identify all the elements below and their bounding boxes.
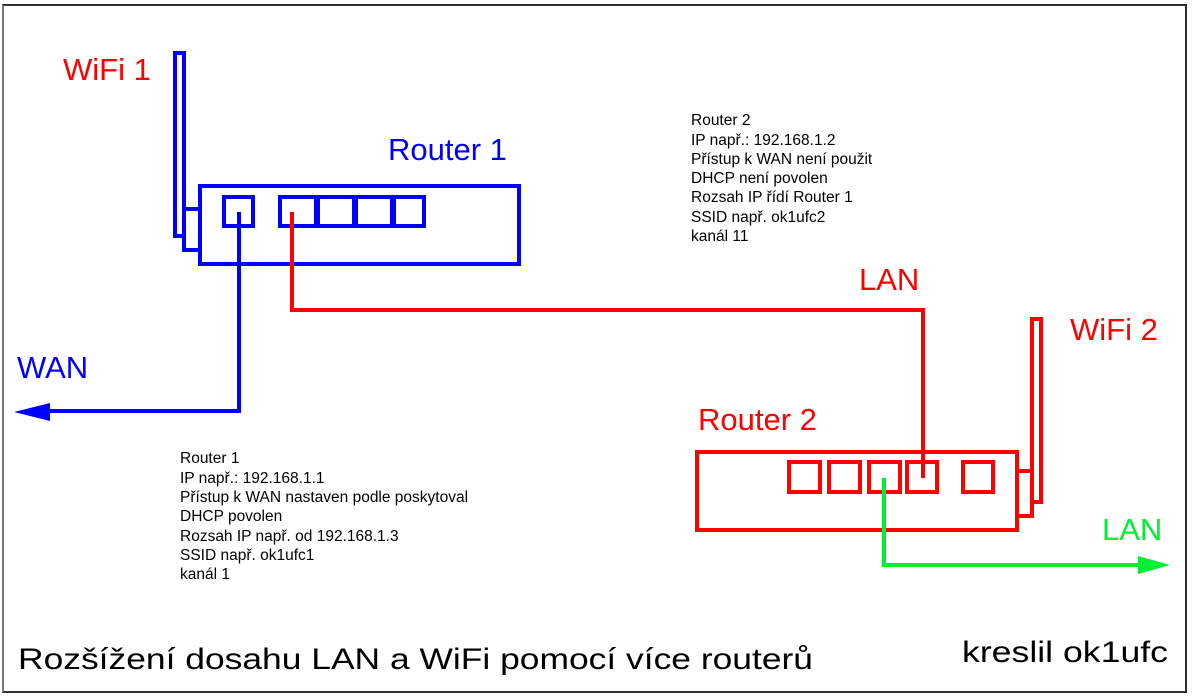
router-2-antenna (1030, 317, 1043, 504)
router-1-note-line: Rozsah IP např. od 192.168.1.3 (180, 528, 399, 545)
wan-arrowhead-icon (14, 403, 50, 421)
wan-label: WAN (17, 350, 88, 385)
router-1-notes: Router 1 IP např.: 192.168.1.1 Přístup k… (180, 450, 468, 583)
router-1-antenna (173, 51, 186, 238)
router-2-note-line: Router 2 (691, 112, 750, 129)
router-1-note-line: Přístup k WAN nastaven podle poskytoval (180, 489, 468, 506)
router-2-note-line: DHCP není povolen (691, 170, 828, 187)
lan-out-cable (882, 478, 1170, 574)
router-1-body (198, 184, 521, 266)
router-2-antenna-mount-lower (1017, 502, 1034, 518)
router-1-port-2 (316, 195, 356, 228)
router-2-notes: Router 2 IP např.: 192.168.1.2 Přístup k… (691, 112, 873, 245)
wifi-2-label: WiFi 2 (1070, 312, 1158, 347)
router-1-note-line: DHCP povolen (180, 508, 282, 525)
author-credit: kreslil ok1ufc (962, 636, 1168, 669)
router-2-label: Router 2 (698, 402, 817, 437)
lan-out-label: LAN (1102, 512, 1162, 547)
router-2-port-4 (905, 460, 939, 494)
router-2-port-wan (961, 460, 995, 494)
router-1-note-line: Router 1 (180, 450, 239, 467)
router-2-port-1 (787, 460, 822, 494)
router-2 (695, 317, 1043, 532)
router-1-note-line: IP např.: 192.168.1.1 (180, 470, 325, 487)
router-2-note-line: IP např.: 192.168.1.2 (691, 132, 836, 149)
router-1-antenna-mount-lower (182, 236, 200, 252)
diagram-frame (2, 4, 1187, 693)
lan-link-label: LAN (859, 262, 919, 297)
router-2-note-line: Přístup k WAN není použit (691, 151, 873, 168)
router-1-port-3 (354, 195, 394, 228)
router-2-port-2 (827, 460, 862, 494)
wan-cable (14, 212, 241, 421)
router-1-label: Router 1 (388, 132, 507, 167)
router-2-note-line: kanál 11 (691, 228, 748, 245)
diagram-title: Rozšížení dosahu LAN a WiFi pomocí více … (18, 643, 813, 676)
router-2-body (695, 450, 1019, 532)
router-1-note-line: kanál 1 (180, 566, 230, 583)
router-1-note-line: SSID např. ok1ufc1 (180, 547, 314, 564)
router-1-port-4 (392, 195, 426, 228)
router-2-note-line: SSID např. ok1ufc2 (691, 209, 825, 226)
router-1-port-1 (278, 195, 318, 228)
wifi-1-label: WiFi 1 (63, 52, 151, 87)
lan-link-cable (290, 212, 925, 478)
lan-out-arrowhead-icon (1138, 556, 1170, 574)
router-2-note-line: Rozsah IP řídí Router 1 (691, 189, 853, 206)
